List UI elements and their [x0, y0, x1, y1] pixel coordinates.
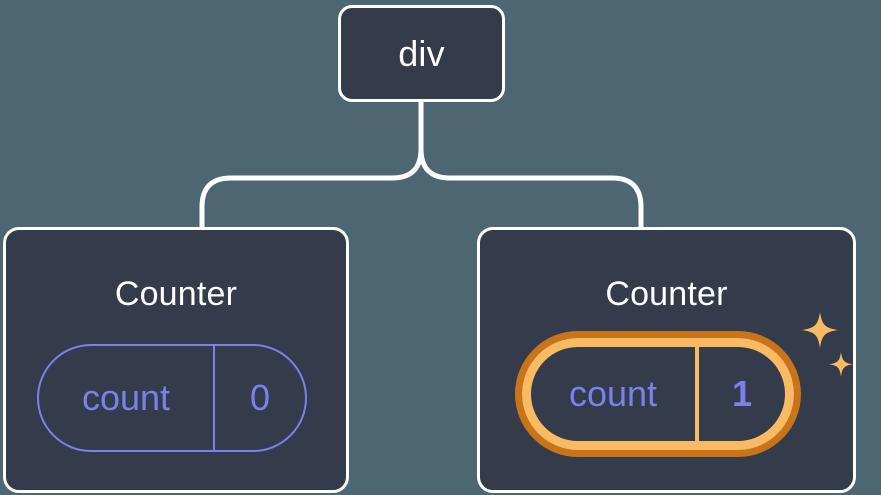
node-div[interactable]: div	[338, 5, 505, 102]
state-pill-right-wrap: count 1	[515, 331, 801, 457]
state-pill-left-value: 0	[249, 377, 271, 418]
connector-to-left-counter	[199, 146, 424, 231]
state-pill-left-key: count	[39, 346, 215, 450]
state-pill-left-wrap: count 0	[37, 344, 307, 452]
state-pill-right[interactable]: count 1	[522, 338, 794, 450]
state-pill-right-key: count	[531, 347, 699, 441]
state-pill-right-value: 1	[731, 373, 753, 414]
connector-to-right-counter	[418, 146, 644, 231]
node-div-label: div	[398, 32, 445, 74]
node-counter-left-label: Counter	[114, 275, 238, 313]
state-pill-left[interactable]: count 0	[37, 344, 307, 452]
state-pill-right-highlight-ring: count 1	[515, 331, 801, 457]
node-counter-right-label: Counter	[605, 275, 728, 313]
